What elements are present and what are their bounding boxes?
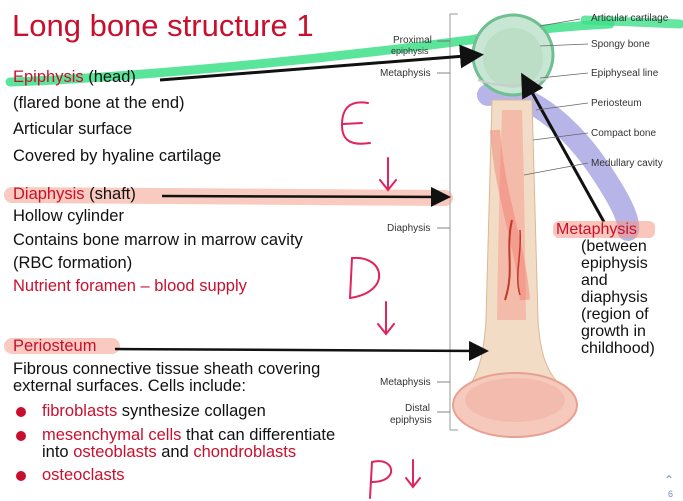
bullet-1-term: fibroblasts xyxy=(42,402,118,420)
label-metaphysis-bottom: Metaphysis xyxy=(380,377,431,388)
metaphysis-note-line: growth in xyxy=(581,323,646,340)
handwritten-arrow-1 xyxy=(379,157,397,192)
label-distal: Distal xyxy=(405,403,431,414)
metaphysis-note: Metaphysis (between epiphysis and diaphy… xyxy=(553,221,655,357)
green-highlight xyxy=(5,19,615,87)
pink-shaft-highlight xyxy=(490,129,530,301)
diaphysis-line-1: Hollow cylinder xyxy=(13,207,124,225)
bullet-1-text: fibroblasts synthesize collagen xyxy=(42,402,266,421)
label-proximal: Proximal xyxy=(393,35,432,46)
arrow-metaphysis xyxy=(521,72,606,223)
metaphysis-note-line: childhood) xyxy=(581,340,655,357)
page-number: 6 xyxy=(667,489,673,499)
label-epiphyseal-line: Epiphyseal line xyxy=(591,68,659,79)
diaphysis-line-4: Nutrient foramen – blood supply xyxy=(13,277,247,295)
slide-title: Long bone structure 1 xyxy=(12,8,314,43)
handwritten-p xyxy=(369,460,393,499)
bullet-2-icon xyxy=(16,431,26,441)
bullet-2-chondroblasts: chondroblasts xyxy=(193,443,297,461)
diaphysis-term: Diaphysis xyxy=(13,185,85,203)
label-periosteum: Periosteum xyxy=(591,98,642,109)
label-medullary-cavity: Medullary cavity xyxy=(591,158,663,169)
diaphysis-line-2: Contains bone marrow in marrow cavity xyxy=(13,231,303,249)
epiphysis-rest: (head) xyxy=(83,68,136,86)
periosteum-line-1: Fibrous connective tissue sheath coverin… xyxy=(13,360,321,378)
bullet-2-line-2: into osteoblasts and chondroblasts xyxy=(42,443,296,462)
diaphysis-heading: Diaphysis (shaft) xyxy=(13,185,136,204)
label-compact-bone: Compact bone xyxy=(591,128,657,139)
bullet-2-rest: that can differentiate xyxy=(181,426,336,444)
bullet-2-text: mesenchymal cells that can differentiate xyxy=(42,426,335,445)
handwritten-d xyxy=(349,256,381,299)
diaphysis-line-3: (RBC formation) xyxy=(13,254,133,272)
metaphysis-note-head: Metaphysis xyxy=(553,221,655,238)
diaphysis-rest: (shaft) xyxy=(84,185,136,203)
arrow-epiphysis xyxy=(159,44,484,82)
metaphysis-note-line: epiphysis xyxy=(581,255,648,272)
label-distal-epiphysis: epiphysis xyxy=(390,415,432,426)
epiphysis-term: Epiphysis xyxy=(13,68,84,86)
bullet-2-osteoblasts: osteoblasts xyxy=(73,443,157,461)
metaphysis-note-line: (region of xyxy=(581,306,649,323)
label-spongy-bone: Spongy bone xyxy=(591,39,650,50)
bullet-3-text: osteoclasts xyxy=(42,466,125,484)
epiphysis-heading: Epiphysis (head) xyxy=(13,68,136,87)
periosteum-line-2: external surfaces. Cells include: xyxy=(13,377,246,395)
handwritten-arrow-3 xyxy=(405,459,421,489)
bullet-2-into: into xyxy=(42,443,74,461)
chevron-up-icon[interactable]: ⌃ xyxy=(663,473,674,487)
bullet-1-rest: synthesize collagen xyxy=(117,402,266,420)
handwritten-arrow-2 xyxy=(377,301,395,336)
bullet-2-and: and xyxy=(156,443,194,461)
metaphysis-note-line: and xyxy=(581,272,608,289)
bullet-2-term: mesenchymal cells xyxy=(42,426,182,444)
epiphysis-line-2: Articular surface xyxy=(13,120,133,138)
label-metaphysis-top: Metaphysis xyxy=(380,68,431,79)
arrow-periosteum xyxy=(114,340,489,361)
arrow-diaphysis xyxy=(161,186,451,207)
label-diaphysis: Diaphysis xyxy=(387,223,431,234)
bullet-3-icon xyxy=(16,471,26,481)
periosteum-heading: Periosteum xyxy=(13,337,97,355)
green-highlight-right xyxy=(580,15,683,29)
metaphysis-note-line: (between xyxy=(581,238,647,255)
label-articular-cartilage: Articular cartilage xyxy=(591,13,669,24)
epiphysis-line-3: Covered by hyaline cartilage xyxy=(13,147,222,165)
epiphysis-line-1: (flared bone at the end) xyxy=(13,94,185,112)
bullet-1-icon xyxy=(16,407,26,417)
metaphysis-note-line: diaphysis xyxy=(581,289,648,306)
label-proximal-epiphysis: epiphysis xyxy=(391,46,429,56)
handwritten-e xyxy=(340,101,371,145)
